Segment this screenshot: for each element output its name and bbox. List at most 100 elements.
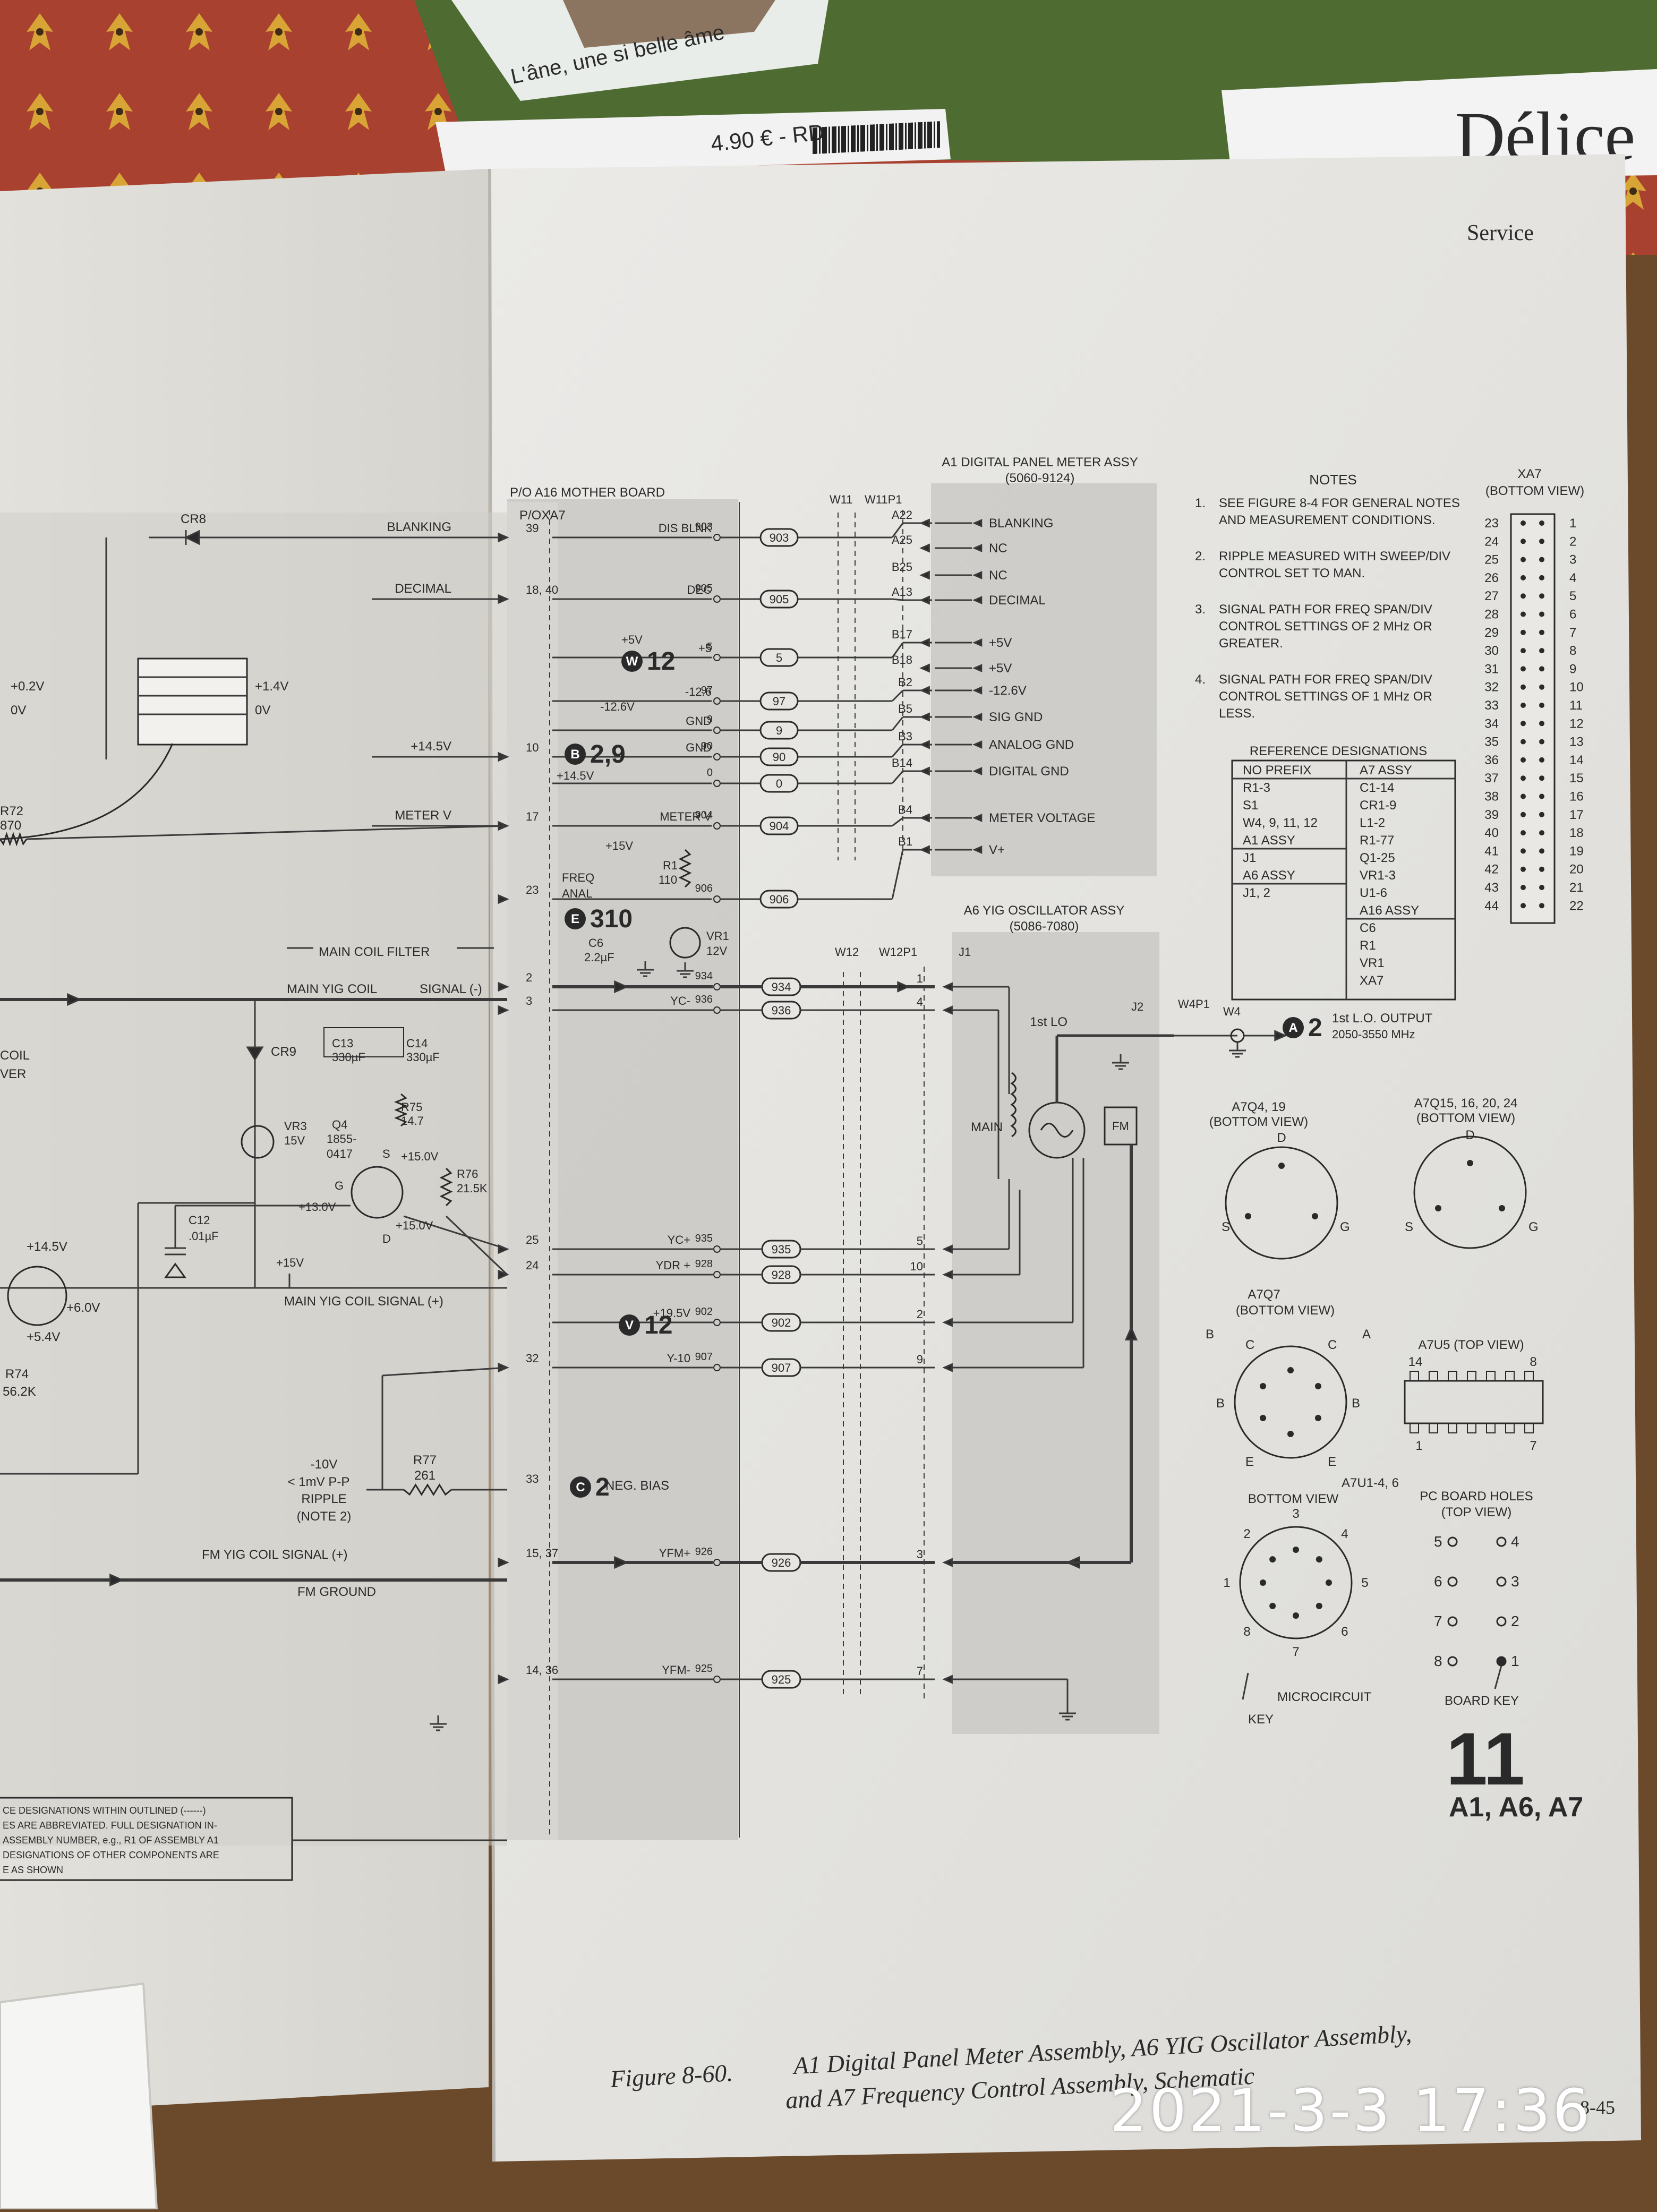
- xa7-pin-left: 40: [1484, 826, 1499, 840]
- xa7-pin-left: 30: [1484, 644, 1499, 658]
- a1-pin-label: A13: [892, 585, 912, 599]
- a6-pin-number: 5: [917, 1234, 923, 1248]
- microcircuit-key-label: KEY: [1248, 1712, 1274, 1727]
- barcode-bar: [860, 125, 864, 152]
- disclaimer-line: CE DESIGNATIONS WITHIN OUTLINED (------): [3, 1805, 206, 1816]
- xa7-pin-left: 39: [1484, 808, 1499, 822]
- barcode-bar: [895, 123, 897, 150]
- xa7-pin-left: 24: [1484, 534, 1499, 549]
- xa7-pin-right: 13: [1569, 735, 1584, 749]
- xa7-pin-left: 27: [1484, 589, 1499, 603]
- barcode-bar: [892, 123, 894, 150]
- fm-coil-label: FM: [1112, 1120, 1129, 1133]
- sine-icon: [1040, 1123, 1074, 1138]
- xa7-pin-dot: [1539, 903, 1544, 909]
- note-line: CONTROL SETTINGS OF 1 MHz OR: [1219, 689, 1432, 704]
- a16-pin-number: 2: [526, 971, 532, 984]
- a1-arrow-icon: [972, 571, 983, 579]
- xa7-pin-dot: [1539, 721, 1544, 727]
- a16-trace-label: YC-: [670, 994, 690, 1007]
- a1-arrow-icon: [972, 767, 983, 775]
- a16-trace-label: YFM+: [659, 1547, 690, 1560]
- pin-label: C: [1328, 1338, 1337, 1352]
- barcode-bar: [924, 122, 926, 149]
- a1-pin-arrow-icon: [919, 740, 930, 749]
- marker-2a-badge-letter: A: [1288, 1021, 1297, 1035]
- pin-dot: [1269, 1602, 1276, 1609]
- pc-hole-icon: [1496, 1656, 1507, 1667]
- barcode-bar: [876, 124, 878, 151]
- a6-pin-number: 10: [910, 1260, 923, 1273]
- main-coil-filter-label: MAIN COIL FILTER: [319, 945, 430, 959]
- pc-hole-label: 1: [1511, 1653, 1519, 1669]
- a7q4-title: A7Q4, 19: [1232, 1100, 1285, 1114]
- a7q15-package-icon: [1413, 1135, 1527, 1249]
- ref-right-entry: VR1-3: [1360, 868, 1396, 883]
- xa7-pin-left: 43: [1484, 881, 1499, 895]
- a7-area: [0, 513, 507, 1846]
- wire-tag: 5: [776, 651, 782, 664]
- wire-number: 0: [707, 767, 713, 779]
- a16-pin-number: 24: [526, 1259, 539, 1272]
- pin-dot: [1326, 1579, 1332, 1586]
- q4-part: 0417: [327, 1147, 353, 1160]
- a16-pxa7: P/OXA7: [519, 508, 566, 523]
- c12-value: .01µF: [189, 1229, 219, 1243]
- note-line: SIGNAL PATH FOR FREQ SPAN/DIV: [1219, 602, 1432, 617]
- barcode-bar: [828, 126, 830, 153]
- xa7-pin-right: 15: [1569, 771, 1584, 785]
- marker-12w-badge: [621, 651, 643, 672]
- note-line: GREATER.: [1219, 636, 1283, 651]
- pin-dot: [1499, 1205, 1505, 1211]
- marker-2c-badge-letter: C: [576, 1480, 585, 1494]
- a1-pin-label: B4: [898, 803, 912, 816]
- xa7-pin-dot: [1539, 684, 1544, 690]
- pc-hole-icon: [1496, 1576, 1507, 1587]
- xa7-pin-dot: [1521, 629, 1526, 635]
- wire-number: 9: [707, 714, 713, 725]
- marker-29b-number: 2,9: [590, 740, 626, 768]
- trace: [891, 642, 904, 658]
- xa7-pin-left: 28: [1484, 608, 1499, 622]
- neg-bias-label: NEG. BIAS: [605, 1479, 669, 1493]
- cr8-diode-icon: [184, 529, 200, 545]
- bottom-view-title: BOTTOM VIEW: [1248, 1492, 1339, 1506]
- pin-label: 3: [1292, 1507, 1299, 1521]
- ref-table-frame: [1231, 759, 1456, 1001]
- xa7-pin-dot: [1539, 611, 1544, 617]
- xa7-title: XA7: [1517, 467, 1541, 481]
- barcode-bar: [867, 124, 868, 151]
- a1-signal-label: METER VOLTAGE: [989, 811, 1095, 825]
- coil-label: COIL: [0, 1048, 30, 1063]
- disclaimer-line: E AS SHOWN: [3, 1865, 63, 1875]
- page-tag: 8-45: [1580, 2097, 1615, 2118]
- a1-pin-arrow-icon: [919, 543, 930, 553]
- wire-number: 904: [695, 809, 713, 821]
- pin-label: 8: [1530, 1355, 1536, 1369]
- wire-tag: 97: [773, 695, 785, 708]
- pc-hole-label: 5: [1434, 1533, 1442, 1550]
- wires-layer: [0, 502, 1556, 1881]
- xa7-pin-dot: [1539, 703, 1544, 708]
- a1-arrow-icon: [972, 713, 983, 721]
- wire-tag: 936: [772, 1004, 791, 1017]
- barcode-bar: [915, 122, 916, 149]
- barcode-bar: [825, 126, 827, 153]
- xa7-pin-dot: [1521, 684, 1526, 690]
- xa7-pin-dot: [1521, 830, 1526, 836]
- ref-left-entry: A6 ASSY: [1243, 868, 1295, 883]
- vr3-value: 15V: [284, 1134, 305, 1147]
- a1-pin-label: B14: [892, 756, 912, 770]
- pin-label: 1: [1415, 1439, 1422, 1453]
- a16-pin-number: 32: [526, 1352, 539, 1365]
- a16-trace-label: DEC: [687, 583, 712, 596]
- a1-signal-label: +5V: [989, 661, 1012, 676]
- vr1-zener-icon: [669, 927, 701, 959]
- key-pointer: [1242, 1672, 1249, 1700]
- r74-value: 56.2K: [3, 1385, 36, 1399]
- signal-label: METER V: [395, 808, 451, 823]
- a16-trace-label: GND: [686, 714, 712, 728]
- barcode-bar: [851, 125, 854, 152]
- xa7-pin-right: 10: [1569, 680, 1584, 695]
- pc-hole-icon: [1447, 1616, 1458, 1627]
